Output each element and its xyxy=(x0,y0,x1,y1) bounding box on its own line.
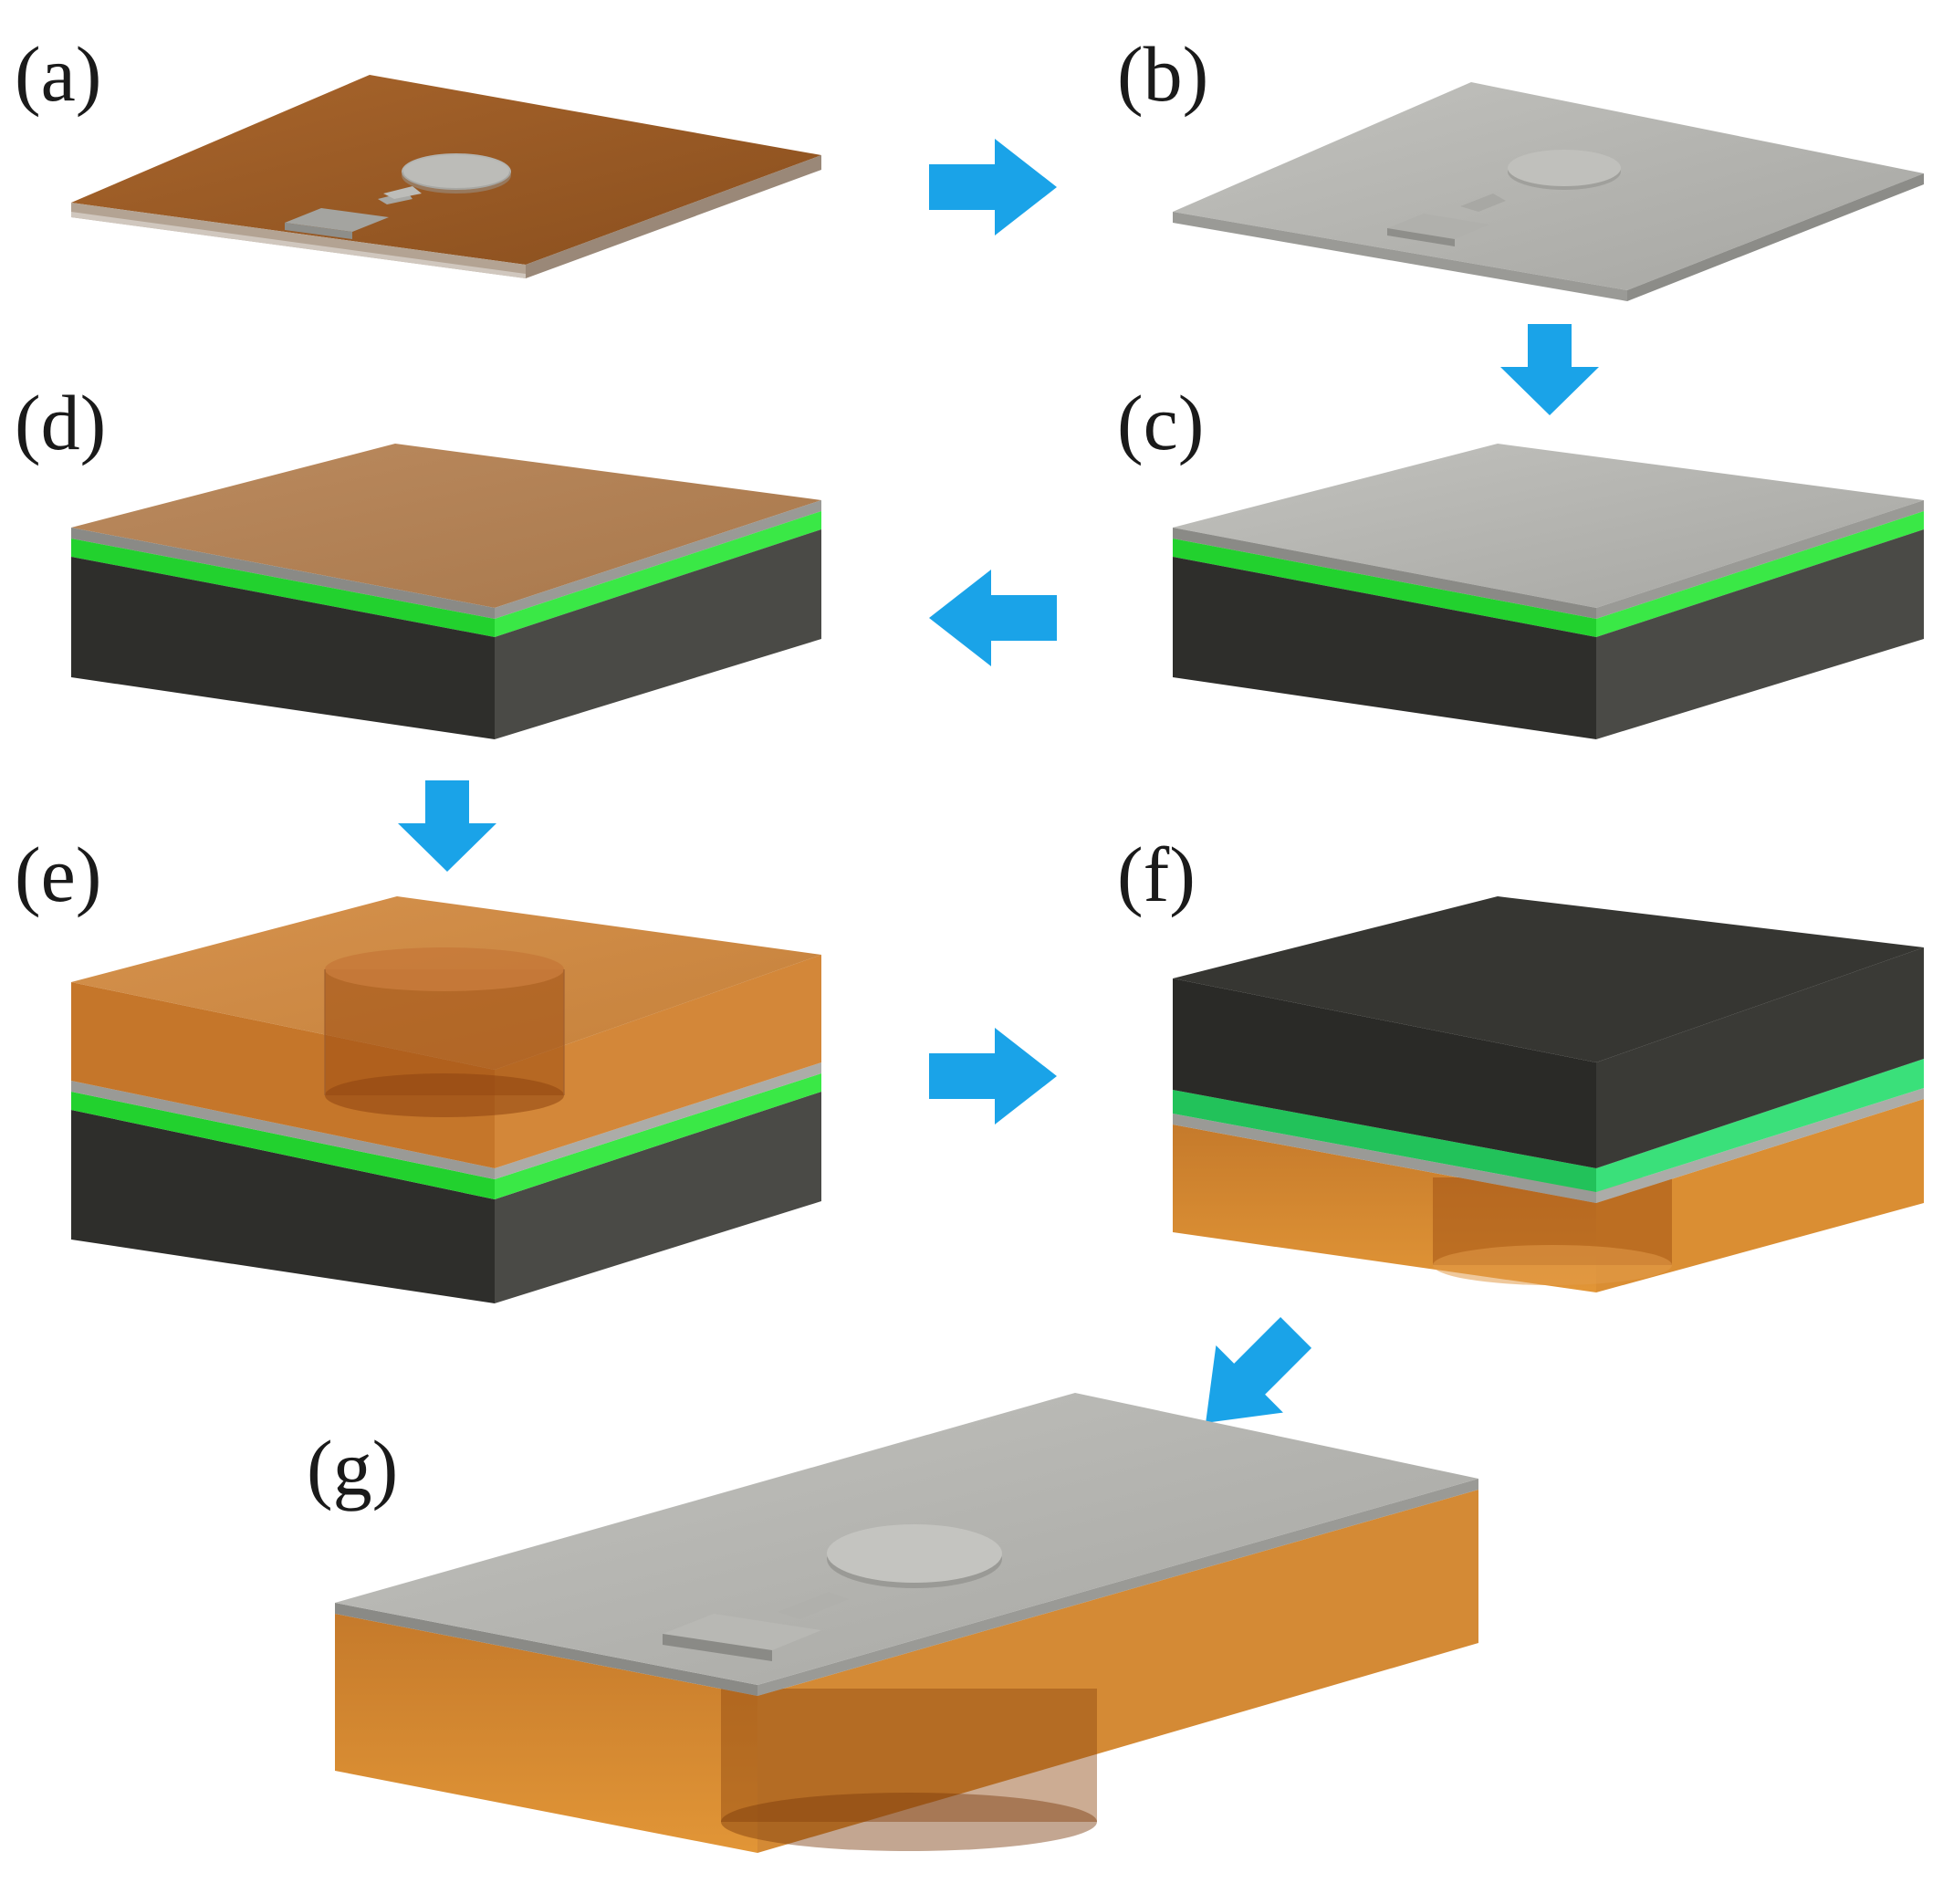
step-c-stack xyxy=(1173,444,1924,739)
cylinder-cavity-g xyxy=(721,1689,1097,1851)
panel-label-a: (a) xyxy=(15,30,102,118)
panel-label-f: (f) xyxy=(1117,831,1196,918)
panel-label-b: (b) xyxy=(1117,30,1209,118)
arrow-f-to-g xyxy=(1206,1316,1312,1423)
step-d-stack xyxy=(71,444,821,739)
step-g-final-antenna xyxy=(335,1393,1478,1853)
step-e-stack xyxy=(71,896,821,1303)
arrow-c-to-d xyxy=(929,570,1057,666)
arrow-b-to-c xyxy=(1500,324,1599,415)
arrow-a-to-b xyxy=(929,139,1057,235)
patch-antenna-a xyxy=(285,153,511,239)
patch-antenna-b xyxy=(1387,150,1621,246)
arrow-d-to-e xyxy=(398,780,496,872)
panel-label-g: (g) xyxy=(307,1424,399,1512)
step-a-substrate xyxy=(71,75,821,278)
panel-label-d: (d) xyxy=(15,379,107,466)
cylinder-cavity-e xyxy=(324,947,565,1117)
cylinder-cavity-f xyxy=(1433,1177,1672,1285)
step-f-flipped-stack xyxy=(1173,896,1924,1292)
arrow-e-to-f xyxy=(929,1028,1057,1125)
panel-label-e: (e) xyxy=(15,831,102,918)
panel-label-c: (c) xyxy=(1117,379,1205,466)
step-b-coated-substrate xyxy=(1173,82,1924,301)
patch-antenna-g xyxy=(663,1524,1002,1661)
